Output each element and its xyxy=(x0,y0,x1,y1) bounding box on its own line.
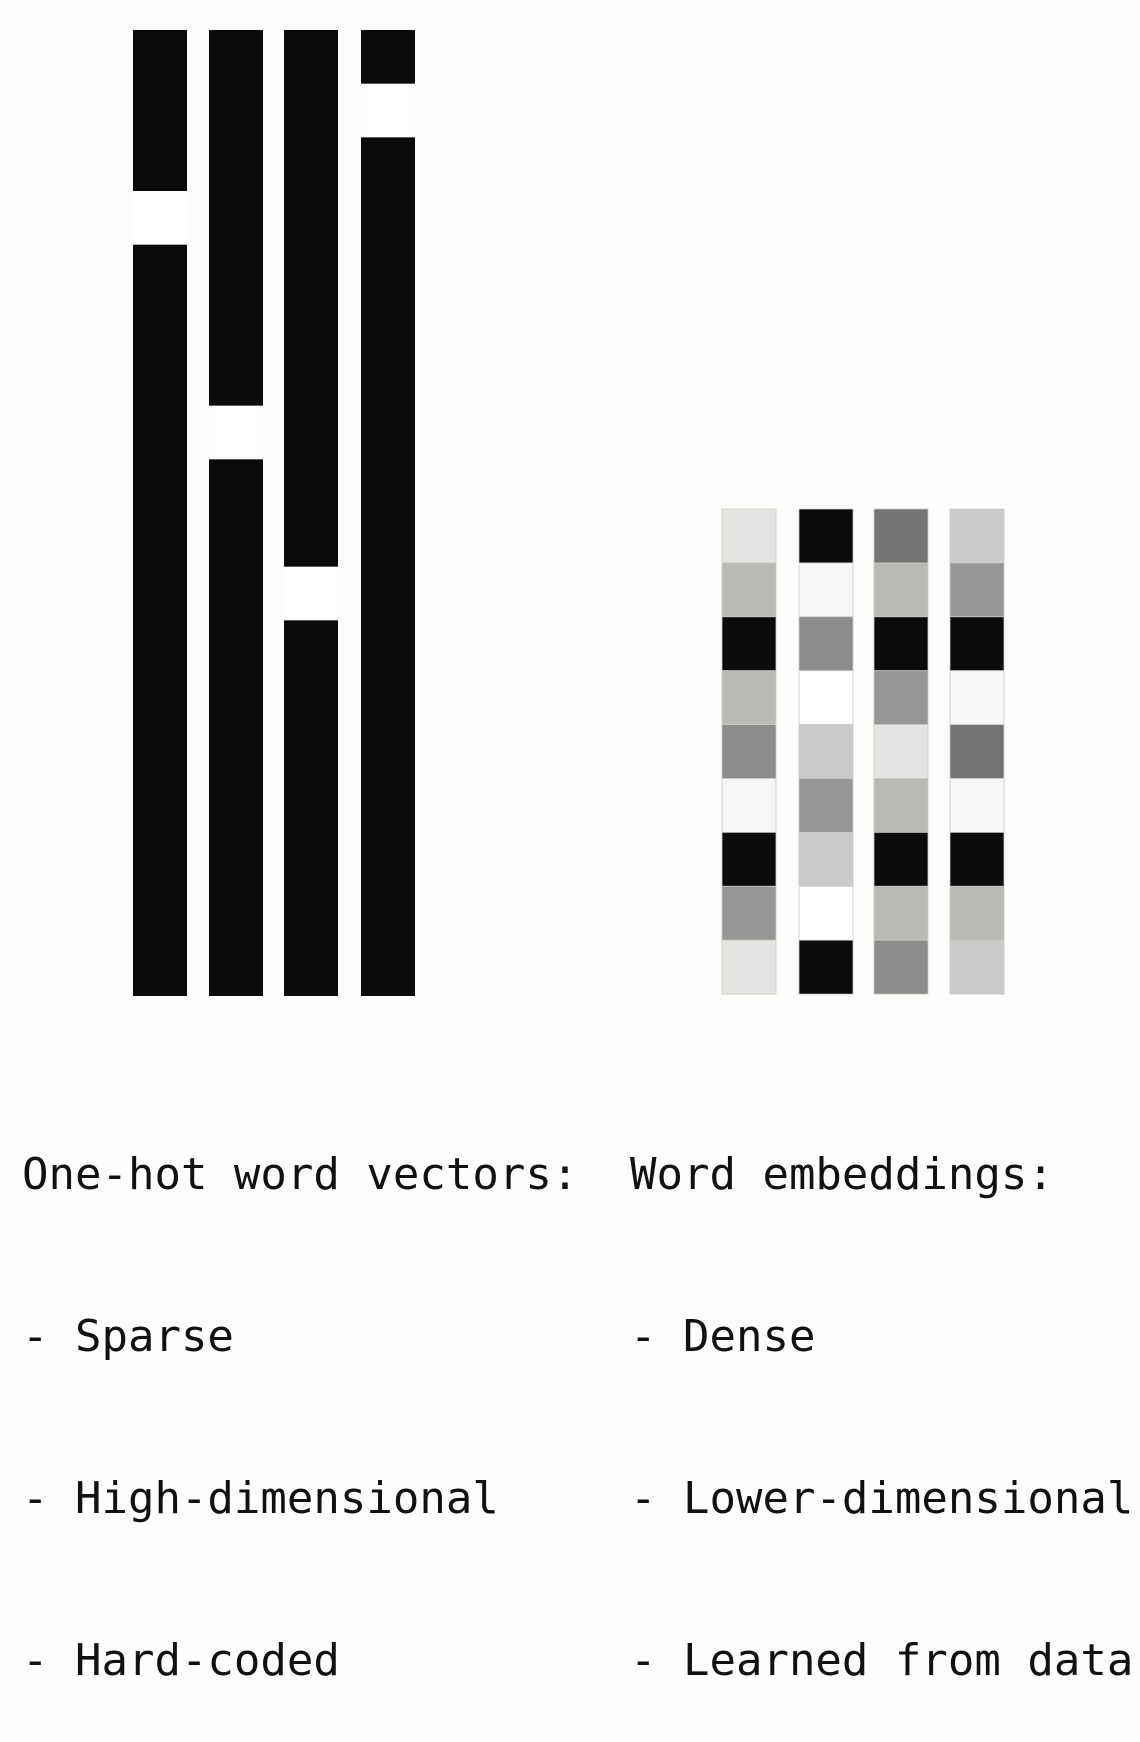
embedding-cell xyxy=(798,508,854,564)
one-hot-vector-2 xyxy=(209,30,263,996)
one-hot-active-cell xyxy=(209,405,263,460)
embedding-cell xyxy=(873,939,929,995)
one-hot-vector-body xyxy=(133,30,187,996)
embedding-cell xyxy=(721,778,777,833)
embedding-cell xyxy=(721,724,777,779)
embedding-heading: Word embeddings: xyxy=(630,1149,1054,1200)
embedding-cell xyxy=(949,778,1005,833)
one-hot-active-cell xyxy=(361,83,415,138)
embedding-cell xyxy=(873,562,929,618)
embedding-cell xyxy=(949,508,1005,564)
embedding-cell xyxy=(949,562,1005,618)
embedding-bullet-dense: - Dense xyxy=(630,1311,816,1362)
one-hot-vector-body xyxy=(284,30,338,996)
one-hot-vector-3 xyxy=(284,30,338,996)
one-hot-vector-4 xyxy=(361,30,415,996)
one-hot-active-cell xyxy=(284,566,338,621)
embedding-cell xyxy=(721,616,777,672)
embedding-cell xyxy=(873,616,929,672)
one-hot-caption: One-hot word vectors: - Sparse - High-di… xyxy=(22,1040,578,1742)
one-hot-bullet-hard-coded: - Hard-coded xyxy=(22,1635,340,1686)
embedding-vector-3 xyxy=(873,508,929,995)
embedding-cell xyxy=(798,885,854,941)
one-hot-bullet-sparse: - Sparse xyxy=(22,1311,234,1362)
embedding-cell xyxy=(949,885,1005,941)
embedding-cell xyxy=(798,562,854,618)
embedding-cell xyxy=(721,508,777,564)
embedding-bullet-learned: - Learned from data xyxy=(630,1635,1134,1686)
one-hot-bullet-high-dimensional: - High-dimensional xyxy=(22,1473,499,1524)
embedding-cell xyxy=(949,616,1005,672)
embedding-cell xyxy=(873,778,929,833)
one-hot-active-cell xyxy=(133,191,187,245)
embedding-cell xyxy=(721,562,777,618)
one-hot-vectors xyxy=(133,30,415,996)
embedding-cell xyxy=(873,885,929,941)
embedding-cell xyxy=(798,616,854,672)
embedding-cell xyxy=(873,832,929,887)
embedding-cell xyxy=(798,832,854,887)
embedding-vector-1 xyxy=(721,508,777,995)
one-hot-vector-1 xyxy=(133,30,187,996)
embedding-bullet-lower-dimensional: - Lower-dimensional xyxy=(630,1473,1134,1524)
embedding-cell xyxy=(949,724,1005,779)
embedding-cell xyxy=(949,832,1005,887)
embedding-cell xyxy=(873,508,929,564)
embedding-cell xyxy=(949,939,1005,995)
word-vector-diagram xyxy=(133,30,1005,996)
embedding-cell xyxy=(949,670,1005,726)
one-hot-heading: One-hot word vectors: xyxy=(22,1149,579,1200)
embedding-cell xyxy=(798,670,854,726)
embedding-cell xyxy=(873,724,929,779)
embedding-cell xyxy=(798,778,854,833)
embedding-cell xyxy=(721,939,777,995)
embedding-cell xyxy=(721,832,777,887)
embedding-vectors xyxy=(721,508,1005,995)
embedding-cell xyxy=(873,670,929,726)
embedding-cell xyxy=(798,939,854,995)
embedding-cell xyxy=(721,885,777,941)
one-hot-vector-body xyxy=(209,30,263,996)
embedding-cell xyxy=(798,724,854,779)
embedding-caption: Word embeddings: - Dense - Lower-dimensi… xyxy=(630,1040,1133,1742)
embedding-cell xyxy=(721,670,777,726)
embedding-vector-2 xyxy=(798,508,854,995)
one-hot-vector-body xyxy=(361,30,415,996)
embedding-vector-4 xyxy=(949,508,1005,995)
